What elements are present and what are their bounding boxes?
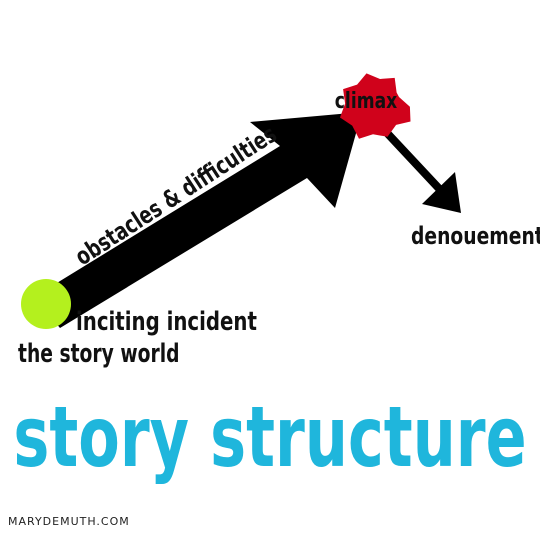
site-credit: MARYDEMUTH.COM xyxy=(8,515,130,528)
inciting-incident-label: inciting incident xyxy=(76,307,257,336)
rising-action-arrow xyxy=(34,112,362,328)
climax-label: climax xyxy=(335,88,398,114)
diagram-title: story structure xyxy=(13,389,526,487)
falling-action-arrow xyxy=(384,130,461,213)
story-world-label: the story world xyxy=(18,339,180,369)
denouement-label: denouement xyxy=(411,223,540,251)
climax-starburst xyxy=(340,73,411,139)
inciting-incident-dot xyxy=(21,279,71,329)
